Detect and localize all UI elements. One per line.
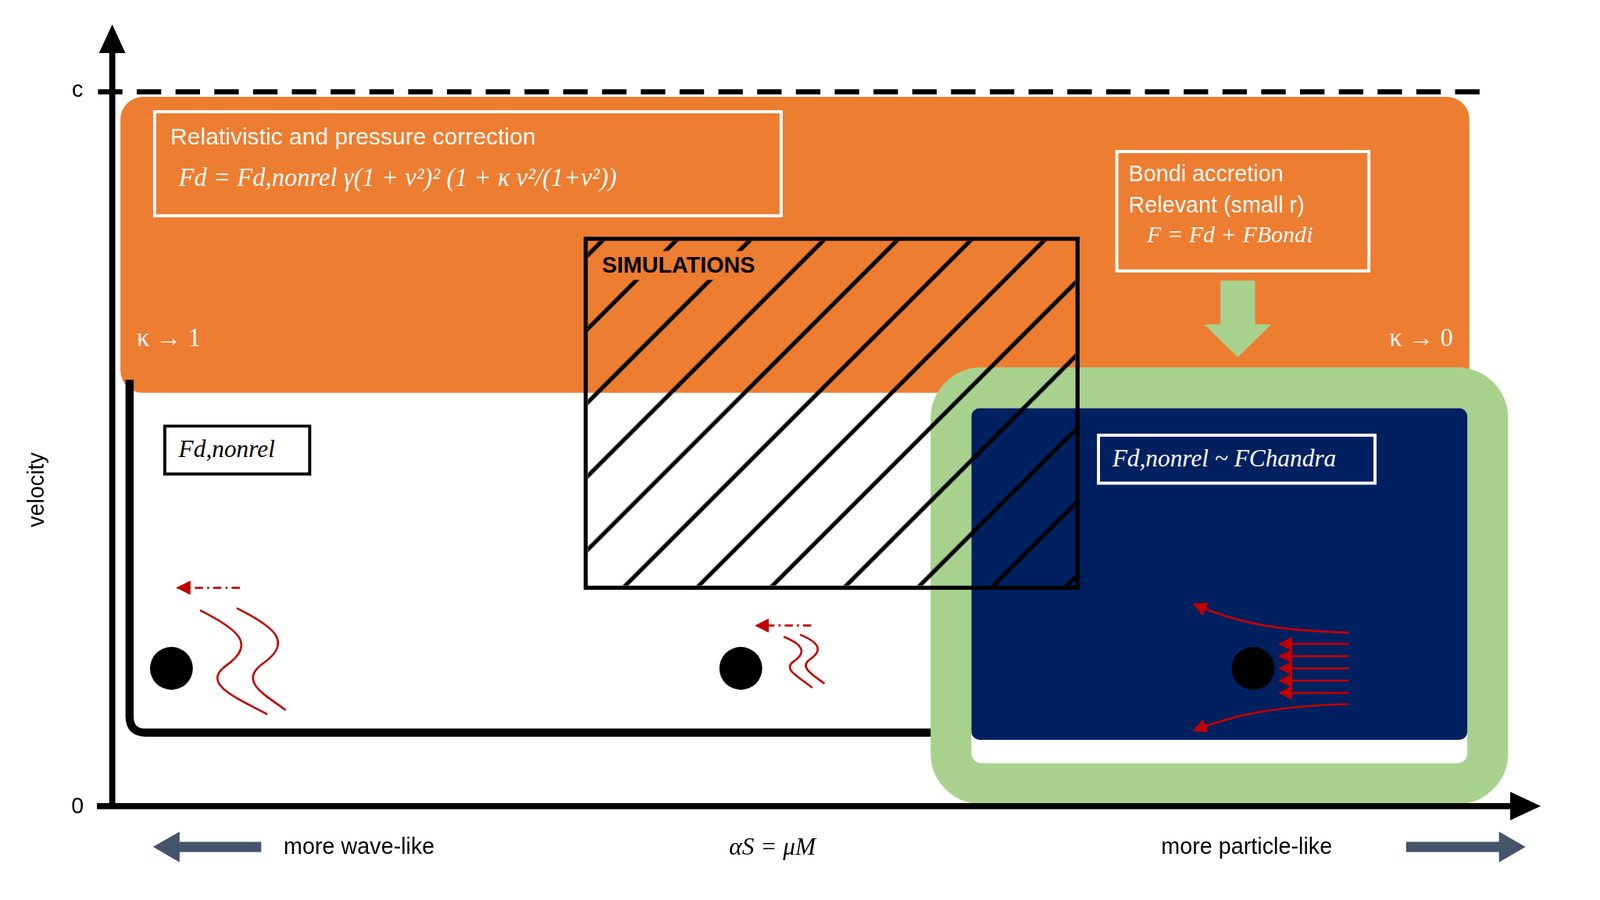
wave-direction-arrowhead — [153, 831, 180, 862]
formula: Fd,nonrel — [178, 435, 297, 464]
formula: Fd = Fd,nonrel γ(1 + v²)² (1 + κ v²/(1+v… — [170, 163, 765, 193]
simulations-box: SIMULATIONS — [583, 236, 1080, 590]
kappa-label: κ → 1 — [136, 323, 201, 353]
direction-label: more particle-like — [1160, 833, 1333, 861]
chandrasekhar-box: Fd,nonrel ~ FChandra — [1096, 433, 1377, 485]
hatching — [587, 240, 1075, 586]
perturber-dot — [1231, 646, 1275, 690]
y-axis — [109, 49, 116, 809]
formula: Fd,nonrel ~ FChandra — [1112, 444, 1362, 472]
hatching — [587, 240, 1075, 586]
wave-wake — [200, 610, 268, 715]
kappa-label: κ → 0 — [1389, 323, 1454, 353]
wave-direction-arrow — [175, 842, 262, 853]
box-heading: SIMULATIONS — [597, 250, 759, 280]
direction-label: more wave-like — [283, 833, 435, 861]
particle-direction-arrowhead — [1499, 831, 1526, 862]
motion-arrow — [177, 586, 240, 590]
particle-direction-arrow — [1406, 842, 1503, 853]
relativistic-formula-box: Relativistic and pressure correction Fd =… — [153, 110, 783, 218]
speed-of-light-line — [97, 89, 1486, 95]
bondi-box: Bondi accretion Relevant (small r)F = Fd… — [1115, 150, 1372, 273]
particle-flow — [1193, 603, 1350, 731]
perturber-dot — [150, 646, 193, 690]
perturber-dot — [719, 646, 763, 690]
axis-tick-label: c — [71, 76, 83, 104]
box-heading: Relativistic and pressure correction — [170, 123, 765, 151]
axis-title: αS = μM — [728, 832, 816, 861]
axis-tick-label: 0 — [71, 792, 84, 820]
y-axis-arrowhead — [99, 24, 126, 54]
x-axis-arrowhead — [1510, 792, 1541, 822]
axis-title: velocity — [23, 452, 50, 528]
x-axis — [96, 803, 1513, 810]
motion-arrow — [756, 624, 812, 627]
nonrel-force-box: Fd,nonrel — [163, 424, 311, 475]
wave-wake — [236, 607, 286, 711]
formula: F = Fd + FBondi — [1128, 221, 1358, 249]
box-heading: Bondi accretion Relevant (small r) — [1128, 159, 1339, 221]
green-arrow — [1203, 280, 1272, 358]
wave-wake — [800, 634, 825, 684]
